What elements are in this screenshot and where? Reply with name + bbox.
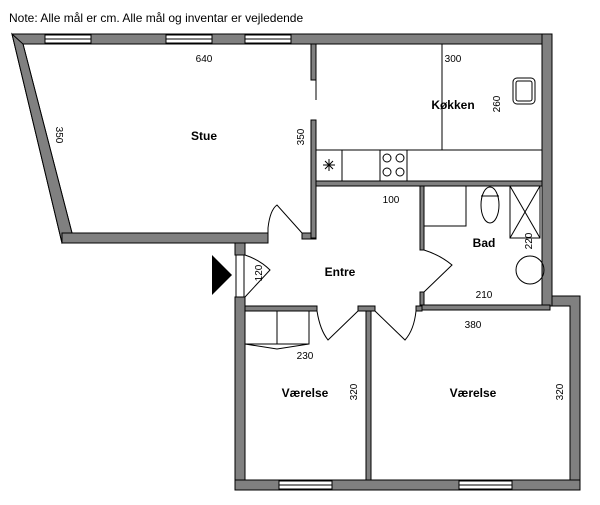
dim-stue-width: 640 (196, 54, 213, 65)
fan-icon (323, 159, 335, 171)
bathroom-fixtures (424, 185, 545, 285)
shower-icon (509, 185, 541, 239)
room-label-entre: Entre (325, 265, 356, 279)
dim-bad-depth: 220 (524, 232, 535, 249)
dim-vaerelse-1-depth: 320 (349, 383, 360, 400)
stove-burner-icon (382, 167, 392, 177)
wardrobe (244, 310, 310, 350)
dim-vaerelse-2-depth: 320 (555, 383, 566, 400)
stove-burner-icon (395, 167, 405, 177)
doors (235, 60, 453, 341)
dim-bad-width: 210 (476, 290, 493, 301)
kitchen-fixtures (316, 44, 542, 182)
walls (11, 32, 581, 491)
dim-vaerelse-1-width: 230 (297, 351, 314, 362)
dim-kokken-width: 300 (445, 54, 462, 65)
room-label-stue: Stue (191, 129, 217, 143)
bathroom-sink-icon (515, 255, 545, 285)
dim-stue-depth: 350 (296, 128, 307, 145)
entrance-arrow-icon (212, 255, 232, 295)
room-label-bad: Bad (473, 236, 496, 250)
stove-burner-icon (382, 153, 392, 163)
plan-note: Note: Alle mål er cm. Alle mål og invent… (9, 11, 304, 25)
room-label-vaerelse-1: Værelse (282, 386, 329, 400)
dim-kokken-depth: 260 (492, 95, 503, 112)
room-label-vaerelse-2: Værelse (450, 386, 497, 400)
kitchen-sink-icon (512, 77, 536, 105)
room-label-kokken: Køkken (431, 98, 474, 112)
dim-entre-width: 100 (383, 195, 400, 206)
stove-burner-icon (395, 153, 405, 163)
dim-entre-depth: 120 (254, 264, 265, 281)
windows (44, 34, 513, 490)
toilet-icon (480, 186, 500, 224)
dim-stue-side: 350 (53, 127, 64, 144)
dim-vaerelse-2-width: 380 (465, 320, 482, 331)
